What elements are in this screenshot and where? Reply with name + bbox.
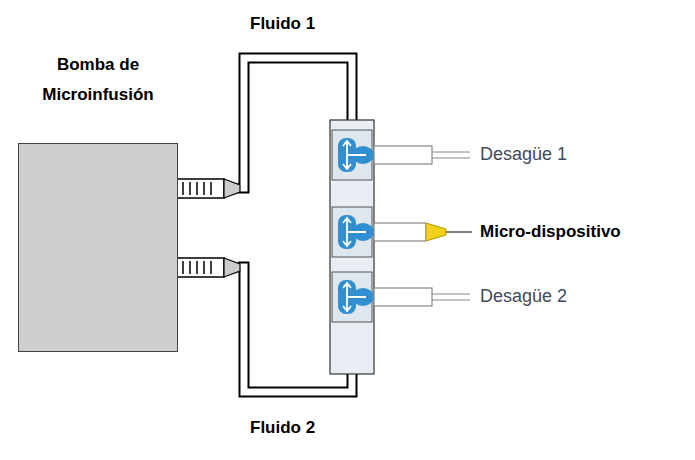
drain-syringe	[374, 288, 470, 306]
drain-label: Desagüe 1	[480, 144, 567, 165]
drain-syringe	[374, 146, 470, 164]
fluid-label: Fluido 1	[250, 14, 315, 34]
stopcock-valve	[332, 130, 374, 180]
pump-unit: Bomba de Microinfusión	[18, 50, 178, 352]
stopcock-valve	[332, 272, 374, 322]
device-label: Micro-dispositivo	[480, 222, 621, 242]
pump-body	[18, 143, 178, 352]
valve-manifold	[330, 120, 374, 374]
stopcock-valve	[332, 207, 374, 257]
fluid-label: Fluido 2	[250, 418, 315, 438]
device-syringe	[374, 223, 472, 241]
pump-heading: Bomba de Microinfusión	[28, 50, 168, 110]
drain-label: Desagüe 2	[480, 286, 567, 307]
